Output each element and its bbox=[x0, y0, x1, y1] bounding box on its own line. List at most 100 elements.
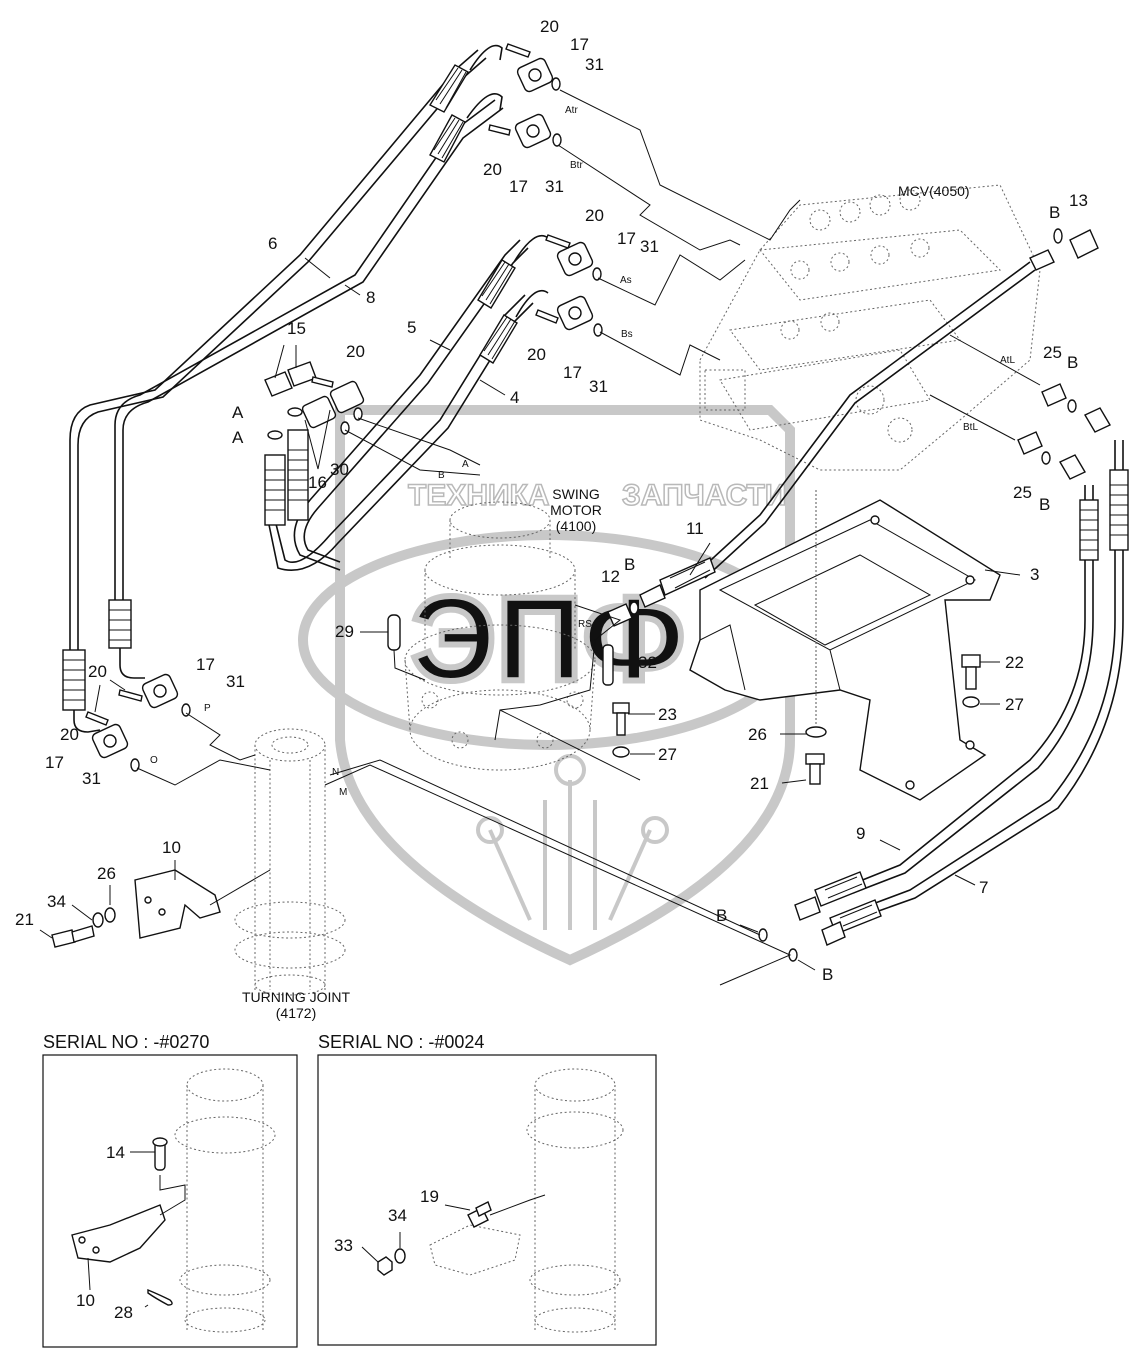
callout: 3 bbox=[1030, 565, 1039, 584]
callout: A bbox=[232, 428, 244, 447]
inset-1-joint-outline bbox=[174, 1068, 276, 1333]
callout: 6 bbox=[268, 234, 277, 253]
port-label: B bbox=[438, 470, 445, 481]
callout: 31 bbox=[589, 377, 608, 396]
callout: 31 bbox=[545, 177, 564, 196]
watermark: ТЕХНИКА ЗАПЧАСТИ ЭПФ bbox=[298, 405, 798, 966]
hose-5-top-fitting bbox=[477, 234, 549, 309]
callout: 11 bbox=[686, 519, 704, 538]
callout: 10 bbox=[76, 1291, 95, 1310]
port-label: BtL bbox=[963, 422, 978, 433]
watermark-text-left: ТЕХНИКА bbox=[408, 479, 550, 512]
port-label: O bbox=[150, 755, 158, 766]
callout: B bbox=[1039, 495, 1050, 514]
callout: 8 bbox=[366, 288, 375, 307]
port-label: Btr bbox=[570, 160, 583, 171]
callout: 34 bbox=[47, 892, 66, 911]
callout: 14 bbox=[106, 1143, 125, 1162]
hose-11 bbox=[639, 249, 1055, 608]
callout: 13 bbox=[1069, 191, 1088, 210]
callout: A bbox=[232, 403, 244, 422]
watermark-text-right: ЗАПЧАСТИ bbox=[622, 479, 786, 512]
turning-joint-label-2: (4172) bbox=[276, 1005, 316, 1021]
callout: B bbox=[1049, 203, 1060, 222]
hose-5 bbox=[293, 239, 529, 571]
callout: 20 bbox=[346, 342, 365, 361]
callout: 32 bbox=[638, 653, 657, 672]
inset-2-frame bbox=[317, 1054, 657, 1346]
hose-9-7-fittings bbox=[794, 407, 1129, 946]
callout: 21 bbox=[750, 774, 769, 793]
hose-4-top-fitting bbox=[479, 289, 549, 364]
callout: 25 bbox=[1043, 343, 1062, 362]
callout: 26 bbox=[748, 725, 767, 744]
inset-1-title: SERIAL NO : -#0270 bbox=[43, 1032, 209, 1052]
callouts: 20 17 31 20 17 31 20 17 31 20 17 31 6 8 … bbox=[15, 17, 1088, 984]
callout: 23 bbox=[658, 705, 677, 724]
hose-6-bottom-fitting bbox=[62, 649, 101, 733]
callout: 17 bbox=[563, 363, 582, 382]
hose-8 bbox=[114, 99, 504, 600]
callout: 20 bbox=[585, 206, 604, 225]
swing-motor-outline bbox=[404, 501, 596, 771]
connection-lines bbox=[136, 89, 1041, 986]
inset-2-title: SERIAL NO : -#0024 bbox=[318, 1032, 484, 1052]
inset-1-parts bbox=[71, 1137, 186, 1308]
swing-motor-label-3: (4100) bbox=[556, 518, 596, 534]
callout: 30 bbox=[330, 460, 349, 479]
callout: 5 bbox=[407, 318, 416, 337]
callout: 9 bbox=[856, 824, 865, 843]
hose-6 bbox=[69, 49, 487, 650]
callout: 20 bbox=[540, 17, 559, 36]
callout: 17 bbox=[509, 177, 528, 196]
hose-6-top-fitting bbox=[428, 44, 503, 113]
port-label: Atr bbox=[565, 105, 578, 116]
callout: 31 bbox=[82, 769, 101, 788]
callout: 20 bbox=[527, 345, 546, 364]
hose-4 bbox=[267, 294, 534, 572]
port-label: As bbox=[620, 275, 632, 286]
inset-2-parts bbox=[361, 1194, 546, 1276]
callout: 34 bbox=[388, 1206, 407, 1225]
port-label: P bbox=[204, 703, 211, 714]
swing-motor-label-1: SWING bbox=[552, 486, 599, 502]
hose-7 bbox=[869, 440, 1124, 914]
callout: 20 bbox=[88, 662, 107, 681]
mcv-label: MCV(4050) bbox=[898, 183, 970, 199]
callout: 15 bbox=[287, 319, 306, 338]
hose-8-top-fitting bbox=[429, 93, 503, 163]
port-label: N bbox=[332, 767, 339, 778]
callout: 28 bbox=[114, 1303, 133, 1322]
callout: 29 bbox=[335, 622, 354, 641]
port-label: M bbox=[339, 787, 347, 798]
callout: 21 bbox=[15, 910, 34, 929]
turning-joint-outline bbox=[234, 728, 346, 996]
callout: 25 bbox=[1013, 483, 1032, 502]
swing-motor-label-2: MOTOR bbox=[550, 502, 602, 518]
callout: 17 bbox=[196, 655, 215, 674]
watermark-shield bbox=[335, 405, 795, 966]
watermark-wheat-icon bbox=[476, 754, 669, 930]
callout: B bbox=[624, 555, 635, 574]
callout: B bbox=[716, 906, 727, 925]
callout: 31 bbox=[585, 55, 604, 74]
callout: 16 bbox=[308, 473, 327, 492]
bracket-3 bbox=[689, 499, 1001, 801]
callout-leaders bbox=[39, 257, 1021, 971]
mcv-outline bbox=[699, 184, 1041, 471]
port-label: Bs bbox=[621, 329, 633, 340]
callout: 17 bbox=[570, 35, 589, 54]
callout: 22 bbox=[1005, 653, 1024, 672]
callout: 20 bbox=[60, 725, 79, 744]
inset-2-joint-outline bbox=[429, 1068, 624, 1333]
callout: 7 bbox=[979, 878, 988, 897]
port-label: AtL bbox=[1000, 355, 1015, 366]
hose-5-4-bottom-fittings bbox=[264, 429, 309, 526]
callout: 12 bbox=[601, 567, 620, 586]
callout: 17 bbox=[45, 753, 64, 772]
callout: 17 bbox=[617, 229, 636, 248]
callout: 31 bbox=[640, 237, 659, 256]
port-label: A bbox=[462, 459, 469, 470]
